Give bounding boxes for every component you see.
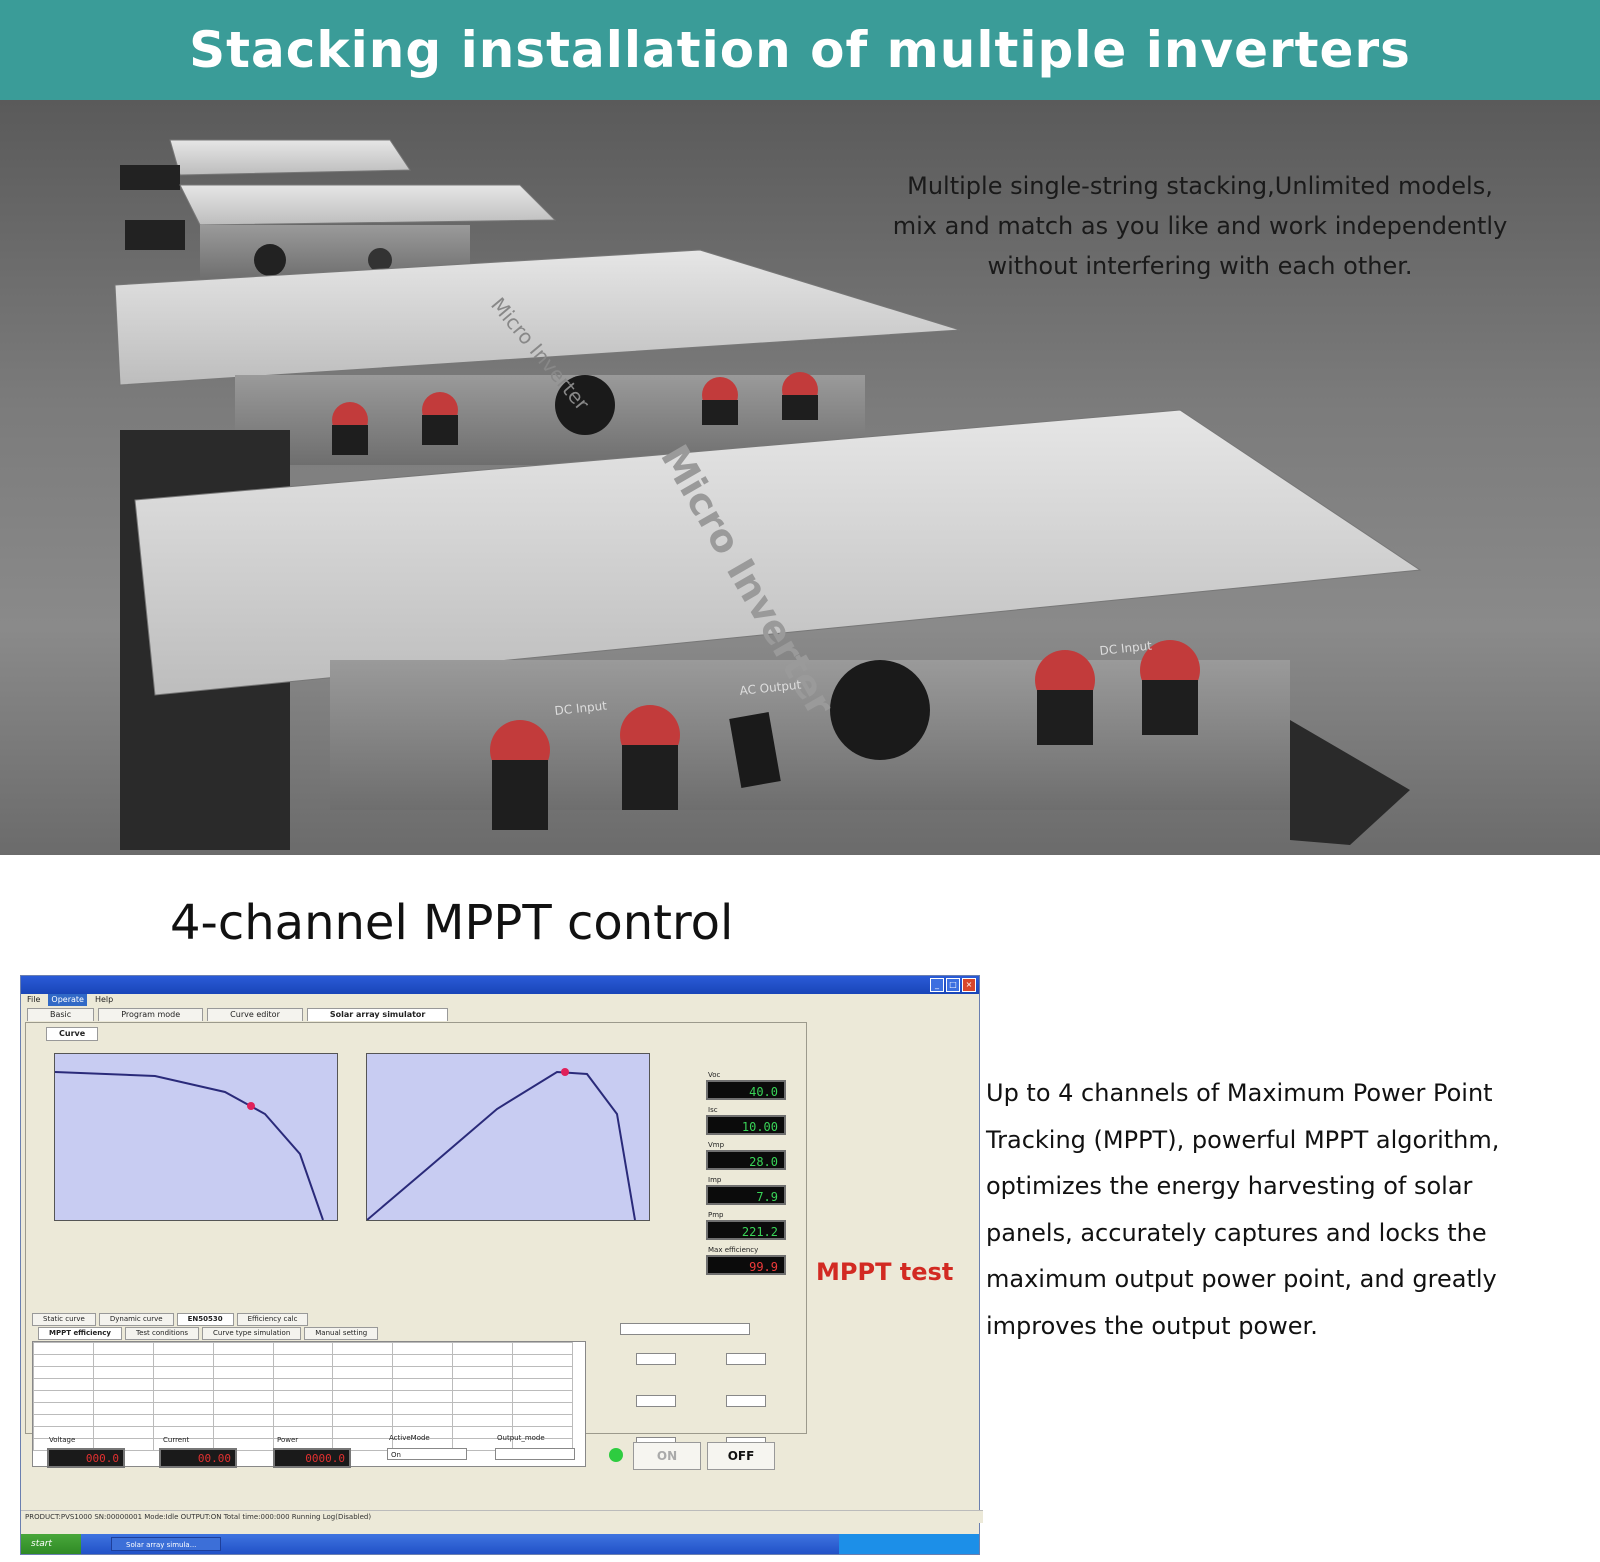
pv-curve-plot — [366, 1053, 650, 1221]
curve-type-tabs: Static curve Dynamic curve EN50530 Effic… — [32, 1313, 309, 1326]
tab-basic[interactable]: Basic — [27, 1008, 95, 1021]
output-mode-select[interactable] — [495, 1448, 575, 1460]
on-button[interactable]: ON — [633, 1442, 701, 1470]
inverter-illustration: Micro Inverter Micro Inverter DC Input A… — [114, 139, 1422, 850]
readout-imp: 7.9 — [706, 1185, 786, 1205]
menu-file[interactable]: File — [27, 995, 41, 1004]
tab-solar-array-simulator[interactable]: Solar array simulator — [306, 1008, 449, 1021]
tab-dynamic-curve[interactable]: Dynamic curve — [98, 1313, 174, 1326]
inverter-middle: Micro Inverter — [114, 249, 961, 510]
maximize-button[interactable]: □ — [946, 978, 960, 992]
iv-mpp-point — [247, 1102, 255, 1110]
imp-input[interactable] — [726, 1395, 766, 1407]
tab-test-conditions[interactable]: Test conditions — [125, 1327, 200, 1340]
stacking-line-2: mix and match as you like and work indep… — [892, 212, 1508, 240]
current-label: Current — [163, 1436, 190, 1444]
tab-en50530[interactable]: EN50530 — [176, 1313, 234, 1326]
status-light-icon — [609, 1448, 623, 1462]
readout-max-efficiency: 99.9 — [706, 1255, 786, 1275]
main-tabs: Basic Program mode Curve editor Solar ar… — [27, 1008, 449, 1021]
minimize-button[interactable]: _ — [930, 978, 944, 992]
menu-help[interactable]: Help — [94, 995, 114, 1004]
dc-input-label-right: DC Input — [1099, 639, 1153, 658]
window-titlebar: _ □ × — [21, 976, 979, 994]
readout-label-pmp: Pmp — [708, 1211, 724, 1219]
top-banner: Stacking installation of multiple invert… — [0, 0, 1600, 100]
voc-input[interactable] — [636, 1353, 676, 1365]
tab-curve[interactable]: Curve — [46, 1027, 99, 1041]
mppt-line-5: maximum output power point, and greatly — [986, 1265, 1497, 1293]
status-bar: PRODUCT:PVS1000 SN:00000001 Mode:Idle OU… — [21, 1510, 983, 1523]
banner-title: Stacking installation of multiple invert… — [189, 21, 1411, 79]
tab-efficiency-calc[interactable]: Efficiency calc — [236, 1313, 309, 1326]
ac-output-label: AC Output — [739, 678, 802, 698]
readout-label-vmp: Vmp — [708, 1141, 725, 1149]
tab-curve-type-simulation[interactable]: Curve type simulation — [202, 1327, 302, 1340]
off-button[interactable]: OFF — [707, 1442, 775, 1470]
readout-isc: 10.00 — [706, 1115, 786, 1135]
mppt-line-1: Up to 4 channels of Maximum Power Point — [986, 1079, 1493, 1107]
mppt-section-title: 4-channel MPPT control — [170, 895, 734, 951]
isc-input[interactable] — [726, 1353, 766, 1365]
mppt-line-4: panels, accurately captures and locks th… — [986, 1218, 1487, 1247]
vmp-input[interactable] — [636, 1395, 676, 1407]
menubar: File Operate Help — [21, 994, 979, 1006]
system-tray — [839, 1534, 979, 1554]
test-tabs: MPPT efficiency Test conditions Curve ty… — [38, 1327, 379, 1340]
manual-setting-fields — [616, 1319, 786, 1469]
voltage-label: Voltage — [49, 1436, 76, 1444]
mppt-test-table — [32, 1341, 586, 1467]
power-display: 0000.0 — [273, 1448, 351, 1468]
power-label: Power — [277, 1436, 299, 1444]
pv-mpp-point — [561, 1068, 569, 1076]
dc-input-label-left: DC Input — [554, 699, 608, 718]
iv-curve-plot — [54, 1053, 338, 1221]
readout-column: Voc 40.0 Isc 10.00 Vmp 28.0 Imp 7.9 Pmp … — [706, 1071, 786, 1281]
inverter-stack-photo: Micro Inverter Micro Inverter DC Input A… — [0, 100, 1600, 855]
tab-mppt-efficiency[interactable]: MPPT efficiency — [38, 1327, 122, 1340]
mode-select[interactable] — [620, 1323, 750, 1335]
close-button[interactable]: × — [962, 978, 976, 992]
stacking-description: Multiple single-string stacking,Unlimite… — [830, 166, 1570, 286]
inverter-back-2 — [125, 184, 557, 280]
simulator-panel: Curve Voc 40.0 Isc 10.00 Vmp 28.0 Imp 7.… — [25, 1022, 807, 1467]
readout-vmp: 28.0 — [706, 1150, 786, 1170]
inverter-back-1 — [120, 139, 411, 190]
mppt-line-3: optimizes the energy harvesting of solar — [986, 1172, 1473, 1200]
start-button[interactable]: start — [21, 1534, 81, 1554]
readout-label-max-efficiency: Max efficiency — [708, 1246, 759, 1254]
readout-pmp: 221.2 — [706, 1220, 786, 1240]
output-control-bar: Voltage 000.0 Current 00.00 Power 0000.0… — [27, 1434, 807, 1496]
readout-label-voc: Voc — [708, 1071, 721, 1079]
mppt-test-label: MPPT test — [816, 1258, 954, 1286]
readout-label-imp: Imp — [708, 1176, 722, 1184]
windows-taskbar: start Solar array simula... — [21, 1534, 979, 1554]
active-mode-select[interactable]: On — [387, 1448, 467, 1460]
stacking-line-1: Multiple single-string stacking,Unlimite… — [907, 172, 1493, 200]
tab-curve-editor[interactable]: Curve editor — [207, 1008, 303, 1021]
readout-label-isc: Isc — [708, 1106, 718, 1114]
inverter-front: Micro Inverter DC Input AC Output DC Inp… — [120, 409, 1422, 850]
menu-operate[interactable]: Operate — [48, 994, 87, 1006]
active-mode-label: ActiveMode — [389, 1434, 430, 1442]
stacking-line-3: without interfering with each other. — [987, 252, 1413, 280]
mppt-line-6: improves the output power. — [986, 1311, 1318, 1340]
tab-manual-setting[interactable]: Manual setting — [304, 1327, 379, 1340]
taskbar-task[interactable]: Solar array simula... — [111, 1537, 221, 1551]
mppt-description: Up to 4 channels of Maximum Power Point … — [986, 1070, 1586, 1349]
solar-simulator-window: _ □ × File Operate Help Basic Program mo… — [20, 975, 983, 1555]
tab-static-curve[interactable]: Static curve — [32, 1313, 96, 1326]
current-display: 00.00 — [159, 1448, 237, 1468]
readout-voc: 40.0 — [706, 1080, 786, 1100]
voltage-display: 000.0 — [47, 1448, 125, 1468]
mppt-line-2: Tracking (MPPT), powerful MPPT algorithm… — [986, 1125, 1500, 1154]
tab-program-mode[interactable]: Program mode — [98, 1008, 204, 1021]
output-mode-label: Output_mode — [497, 1434, 545, 1442]
